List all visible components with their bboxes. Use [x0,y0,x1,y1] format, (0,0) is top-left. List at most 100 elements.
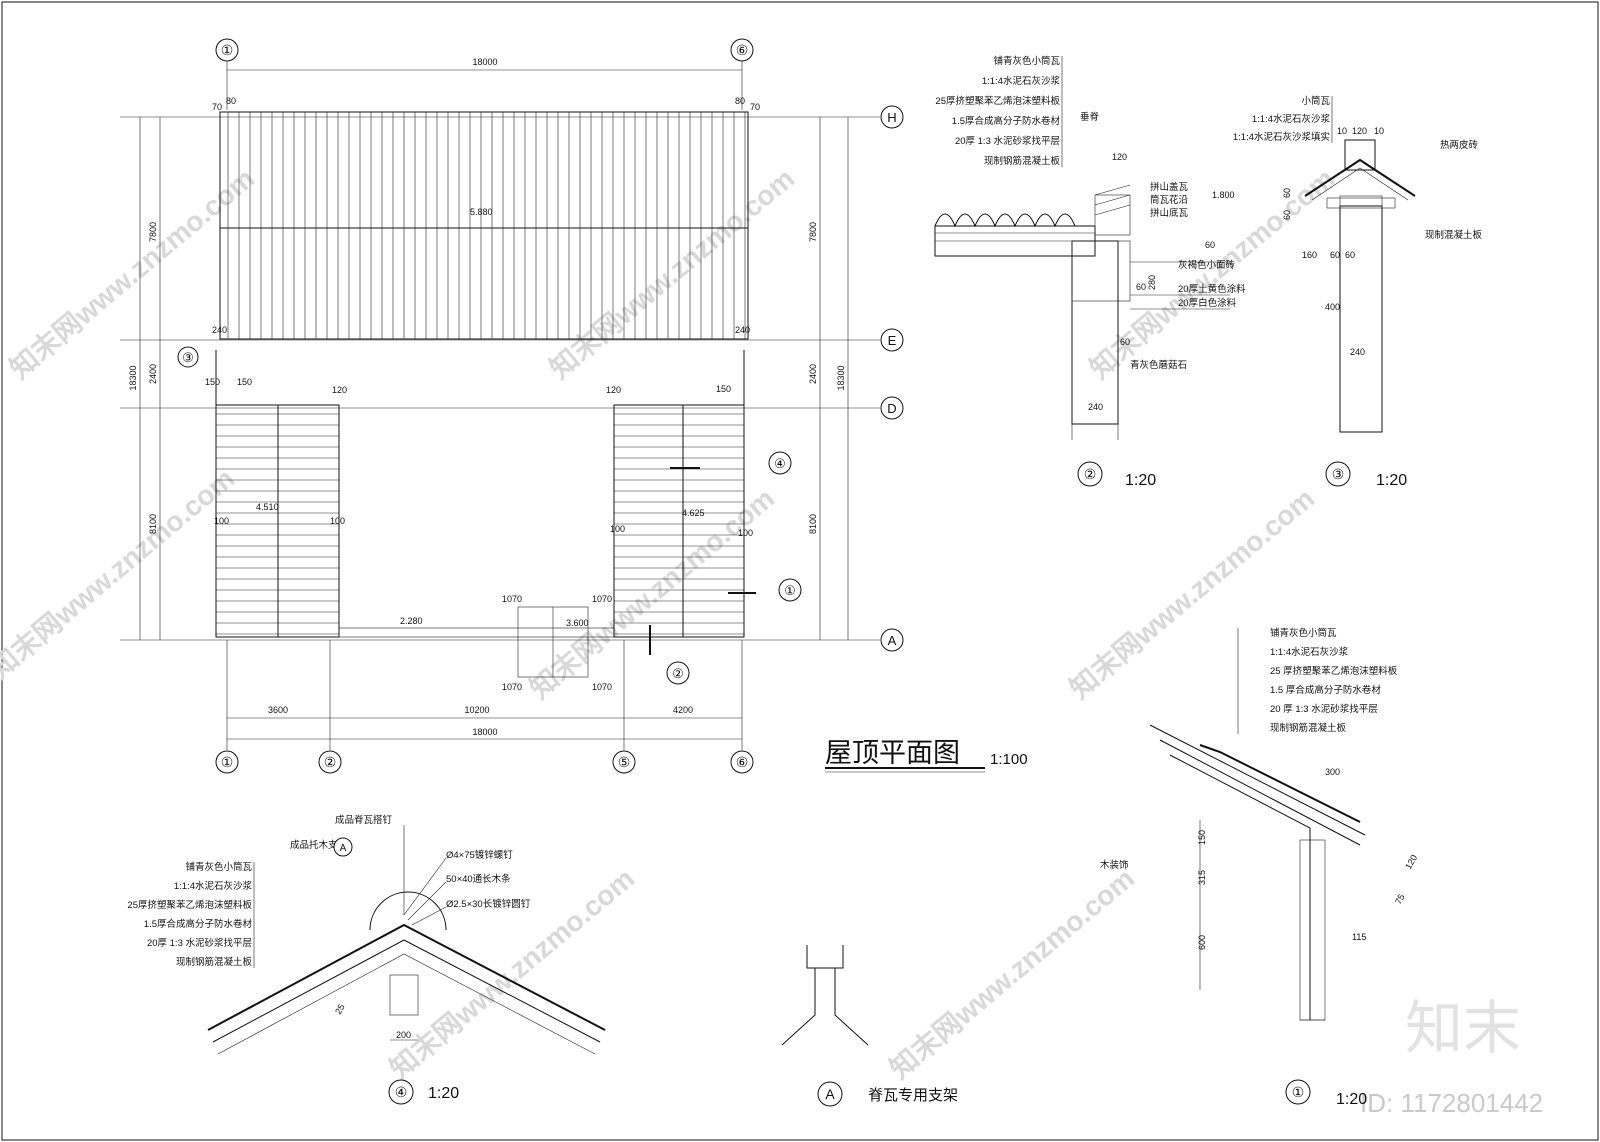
elevation-mark: 5.880 [470,207,493,217]
layer-label: 1:1:4水泥石灰沙浆 [1270,646,1349,658]
detail-mark: ② [1084,466,1097,482]
dim-right: 8100 [808,514,818,534]
small-dim: 120 [332,385,347,395]
small-dim: 1070 [502,682,522,692]
layer-label: 现制钢筋混凝土板 [176,956,253,968]
layer-label: 现制钢筋混凝土板 [1270,722,1347,734]
axis-label: A [888,633,897,648]
dim: 115 [1352,932,1366,942]
detail-3: 1.800 10 120 10 60 60 160 60 60 400 240 … [1212,95,1483,489]
small-dim: 150 [716,384,731,394]
axis-bubble-D [880,396,904,420]
axis-label: ① [221,42,234,58]
axis-label: ⑥ [736,754,749,770]
layer-label: 现制钢筋混凝土板 [984,155,1061,167]
detail-2: 120 60 280 60 60 240 垂脊 拼山盖瓦 筒瓦花沿 拼山底瓦 灰… [934,55,1246,489]
detail-mark: ③ [1332,466,1345,482]
detail-scale: 1:20 [1376,472,1407,489]
dim: 315 [1197,870,1207,885]
watermark-text: 知末网www.znzmo.com [883,862,1140,1085]
dim-left: 8100 [148,514,158,534]
layer-label: 20厚 1:3 水泥砂浆找平层 [147,937,252,949]
dim-bottom: 3600 [268,705,288,715]
dim: 240 [1350,347,1365,357]
axis-label: H [887,110,896,125]
section-mark-label: ① [784,583,796,598]
axis-label: ⑤ [618,754,631,770]
layer-label: 20厚 1:3 水泥砂浆找平层 [955,135,1060,147]
ridge-profile [1304,158,1416,197]
dim-bottom: 4200 [673,705,693,715]
small-dim: 80 [735,96,745,106]
dim-bottom-total: 18000 [472,727,497,737]
dim: 60 [1136,282,1146,292]
label: 拼山盖瓦 [1150,181,1189,193]
label: 20厚土黄色涂料 [1178,283,1246,295]
detail-mark: ④ [395,1084,408,1100]
section-mark-3 [177,346,199,368]
small-dim: 80 [226,96,236,106]
dim: 120 [1403,853,1419,871]
layer-label: 1:1:4水泥石灰沙浆 [982,75,1061,87]
axis-bubble-bottom-5 [612,750,636,774]
dim: 160 [1302,250,1317,260]
axis-bubble-E [880,328,904,352]
label: 灰褐色小面砖 [1178,259,1236,271]
detail-1-mark [1285,1079,1311,1105]
section-mark-1 [778,578,802,602]
dim-right: 2400 [808,364,818,384]
watermark-text: 知末网www.znzmo.com [3,162,260,385]
section-mark-label: ③ [182,350,194,365]
detail-scale: 1:20 [1125,472,1156,489]
detail-scale: 1:20 [1336,1091,1367,1108]
dim: 120 [1352,126,1367,136]
roof-tile-stripes [614,413,744,635]
detail-a-mark [817,1081,843,1107]
label: 成品脊瓦搭钉 [335,814,393,826]
plan-title: 屋顶平面图 [825,738,960,768]
label: 筒瓦花沿 [1150,194,1189,206]
layer-label: 25 厚挤塑聚苯乙烯泡沫塑料板 [1270,665,1398,677]
dim-left: 2400 [148,364,158,384]
dim-top: 18000 [472,57,497,67]
axis-bubble-A [880,628,904,652]
detail-2-mark [1077,461,1103,487]
detail-title: 脊瓦专用支架 [868,1087,958,1104]
layer-label: 1.5 厚合成高分子防水卷材 [1270,684,1381,696]
axis-bubble-bottom-2 [318,750,342,774]
plan-scale: 1:100 [990,751,1028,768]
section-mark-label: ② [672,666,684,681]
small-dim: 240 [735,325,750,335]
section-mark-label: ④ [774,456,786,471]
section-mark-4 [768,451,792,475]
label: 垂脊 [1080,111,1100,123]
detail-scale: 1:20 [428,1085,459,1102]
elevation-mark: 1.800 [1212,190,1235,200]
dim: 240 [1088,402,1103,412]
dim: 60 [1330,250,1340,260]
layer-label: 25厚挤塑聚苯乙烯泡沫塑料板 [935,95,1060,107]
dim: 60 [1282,188,1292,198]
label: Ø2.5×30长镀锌圆钉 [446,898,531,910]
small-dim: 1070 [502,594,522,604]
detail-3-mark [1325,461,1351,487]
dim: 10 [1374,126,1384,136]
detail-4-mark [388,1079,414,1105]
layer-label: 铺青灰色小筒瓦 [993,55,1060,67]
small-dim: 240 [212,325,227,335]
axis-bubble-H [880,105,904,129]
axis-label: ② [324,754,337,770]
label: 木装饰 [1100,859,1129,871]
dim: 60 [1120,337,1130,347]
label: 成品托木支架 [290,839,348,851]
label: Ø4×75镀锌螺钉 [446,849,513,861]
small-dim: 150 [237,377,252,387]
label: 20厚白色涂料 [1178,297,1237,309]
upper-roof-outline [219,111,749,340]
small-dim: 70 [750,102,760,112]
axis-label: ① [221,754,234,770]
layer-label: 1.5厚合成高分子防水卷材 [144,918,253,930]
layer-label: 1:1:4水泥石灰沙浆 [174,880,253,892]
axis-label: ⑥ [736,42,749,58]
detail-mark: ① [1292,1084,1305,1100]
